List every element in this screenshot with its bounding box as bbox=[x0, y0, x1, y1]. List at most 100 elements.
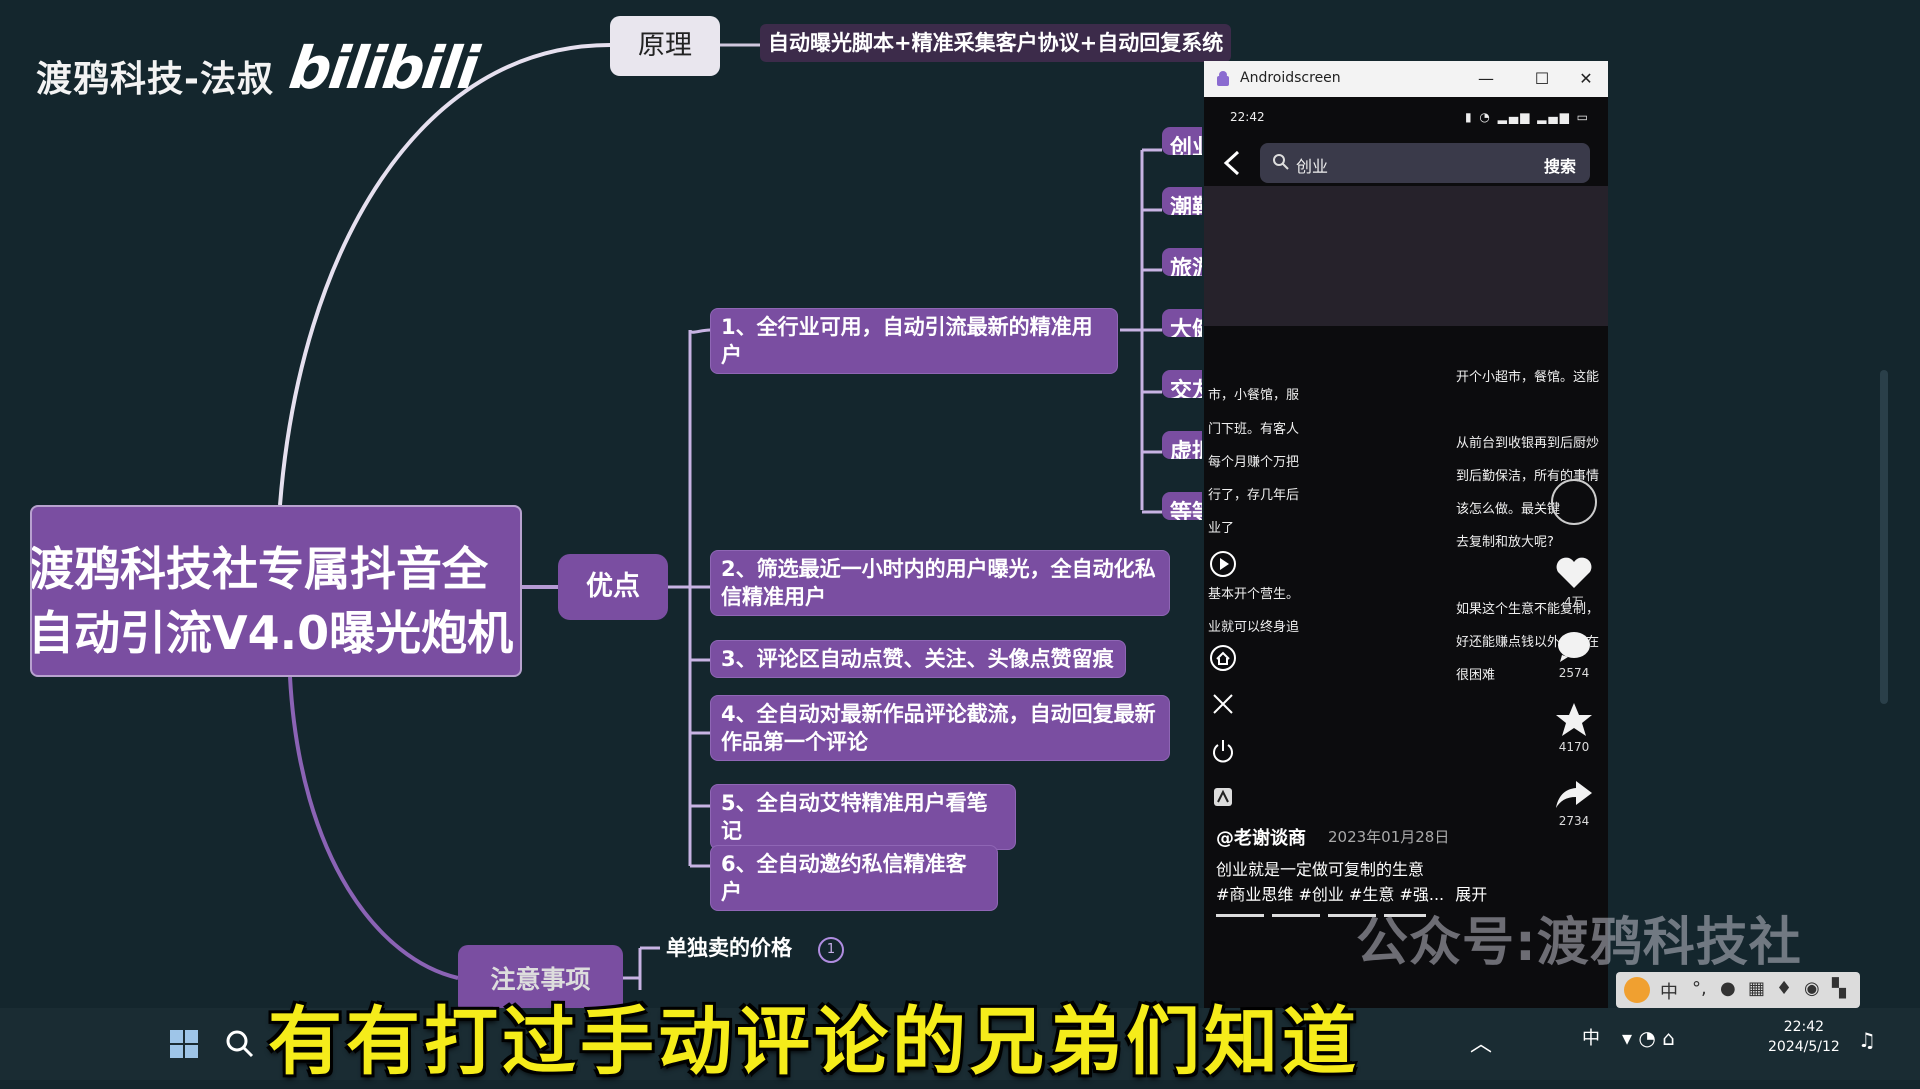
video-description: 创业就是一定做可复制的生意 bbox=[1216, 860, 1425, 879]
phone-status-time: 22:42 bbox=[1230, 110, 1265, 124]
industry-node-5[interactable]: 交友 bbox=[1162, 370, 1202, 398]
node-price[interactable]: 单独卖的价格 bbox=[666, 936, 792, 960]
tray-icons[interactable]: ▾ ◔ ⌂ bbox=[1622, 1026, 1675, 1050]
node-principle[interactable]: 原理 bbox=[610, 16, 720, 76]
status-indicators-icon: ▮ ◔ ▂▄▆ ▂▄▆ ▭ bbox=[1464, 110, 1590, 124]
advantage-item-2-line-2: 信精准用户 bbox=[721, 585, 826, 609]
industry-node-4[interactable]: 大健 bbox=[1162, 309, 1202, 337]
caption-right-2: 从前台到收银再到后厨炒 bbox=[1456, 436, 1600, 451]
advantage-item-1[interactable]: 1、全行业可用，自动引流最新的精准用户 bbox=[710, 308, 1118, 374]
caption-left-3: 每个月赚个万把 bbox=[1208, 455, 1300, 470]
channel-name: 渡鸦科技-法叔 bbox=[36, 59, 274, 100]
advantage-item-2-line-1: 2、筛选最近一小时内的用户曝光，全自动化私 bbox=[721, 557, 1156, 581]
windows-taskbar: ︿ ▾ ◔ ⌂ ♫ bbox=[0, 1008, 1920, 1080]
android-icon bbox=[1217, 71, 1229, 86]
like-count: 4万 bbox=[1564, 595, 1584, 609]
ime-toolbar[interactable]: 中 °, ● ▦ ♦ ◉ ▚ bbox=[1616, 972, 1860, 1008]
like-action[interactable]: 4万 bbox=[1550, 556, 1598, 610]
vertical-scrollbar[interactable] bbox=[1880, 370, 1888, 704]
ime-logo-icon bbox=[1624, 977, 1650, 1003]
taskbar-time: 22:42 bbox=[1783, 1019, 1825, 1035]
close-button[interactable]: ✕ bbox=[1579, 69, 1593, 88]
caption-left-1: 市，小餐馆，服 bbox=[1208, 388, 1300, 403]
share-count: 2734 bbox=[1558, 814, 1590, 828]
caption-left-2: 门下班。有客人 bbox=[1208, 422, 1300, 437]
star-icon bbox=[1556, 703, 1592, 736]
advantage-item-5[interactable]: 5、全自动艾特精准用户看笔记 bbox=[710, 784, 1016, 850]
avatar-ring-icon[interactable] bbox=[1550, 477, 1598, 527]
home-icon[interactable] bbox=[1208, 643, 1238, 673]
collapse-count-badge[interactable]: 1 bbox=[818, 937, 844, 963]
search-icon bbox=[1273, 154, 1289, 170]
heart-icon bbox=[1556, 557, 1592, 588]
taskbar-clock[interactable]: 22:42 2024/5/12 bbox=[1768, 1017, 1840, 1057]
caption-right-3: 到后勤保洁，所有的事情 bbox=[1456, 469, 1600, 484]
root-line-1: 渡鸦科技社专属抖音全 bbox=[30, 542, 488, 596]
expand-button[interactable]: 展开 bbox=[1455, 885, 1488, 904]
search-input[interactable]: 创业 bbox=[1296, 157, 1329, 176]
notification-bell-icon[interactable]: ♫ bbox=[1858, 1028, 1876, 1052]
industry-node-6[interactable]: 虚拟 bbox=[1162, 431, 1202, 459]
search-bar[interactable]: 创业 搜索 bbox=[1260, 143, 1590, 183]
taskbar-search-icon[interactable] bbox=[224, 1028, 256, 1060]
favorite-action[interactable]: 4170 bbox=[1550, 701, 1598, 754]
maximize-button[interactable]: ☐ bbox=[1534, 69, 1550, 88]
video-tags: #商业思维 #创业 #生意 #强... 展开 bbox=[1216, 881, 1487, 905]
favorite-count: 4170 bbox=[1558, 740, 1590, 754]
advantage-item-3[interactable]: 3、评论区自动点赞、关注、头像点赞留痕 bbox=[710, 640, 1126, 678]
ime-keyboard-icon[interactable]: ▦ bbox=[1748, 978, 1766, 999]
video-subtitle: 有有打过手动评论的兄弟们知道 bbox=[268, 999, 1360, 1085]
advantage-item-4-line-2: 作品第一个评论 bbox=[721, 730, 868, 754]
advantage-item-4[interactable]: 4、全自动对最新作品评论截流，自动回复最新 作品第一个评论 bbox=[710, 695, 1170, 761]
androidscreen-window: Androidscreen — ☐ ✕ 22:42 ▮ ◔ ▂▄▆ ▂▄▆ ▭ … bbox=[1204, 61, 1608, 1080]
caption-left-5: 业了 bbox=[1208, 521, 1235, 536]
tray-chevron-icon[interactable]: ︿ bbox=[1470, 1032, 1493, 1057]
caption-right-5: 去复制和放大呢? bbox=[1456, 535, 1554, 550]
windows-start-icon[interactable] bbox=[168, 1028, 200, 1060]
advantage-item-2[interactable]: 2、筛选最近一小时内的用户曝光，全自动化私 信精准用户 bbox=[710, 550, 1170, 616]
video-date: 2023年01月28日 bbox=[1328, 828, 1450, 846]
taskbar-lang[interactable]: 中 bbox=[1582, 1028, 1600, 1049]
industry-node-2[interactable]: 潮鞋 bbox=[1162, 187, 1202, 215]
root-line-2: 自动引流V4.0曝光炮机 bbox=[30, 606, 514, 660]
ime-mic-icon[interactable]: ● bbox=[1720, 978, 1736, 999]
share-icon bbox=[1556, 781, 1592, 808]
comment-icon bbox=[1558, 632, 1590, 662]
caption-left-4: 行了，存几年后 bbox=[1208, 488, 1300, 503]
industry-node-1[interactable]: 创业 bbox=[1162, 127, 1202, 155]
video-author[interactable]: @老谢谈商 bbox=[1216, 828, 1306, 849]
ime-skin-icon[interactable]: ♦ bbox=[1776, 978, 1793, 999]
play-icon[interactable] bbox=[1208, 549, 1238, 579]
node-principle-desc[interactable]: 自动曝光脚本+精准采集客户协议+自动回复系统 bbox=[760, 24, 1232, 62]
progress-divider bbox=[1216, 914, 1426, 917]
ime-lang[interactable]: 中 bbox=[1660, 982, 1678, 1003]
advantage-item-4-line-1: 4、全自动对最新作品评论截流，自动回复最新 bbox=[721, 702, 1156, 726]
industry-node-7[interactable]: 等等 bbox=[1162, 492, 1202, 520]
bilibili-logo: bilibili bbox=[285, 34, 482, 102]
video-tags-text[interactable]: #商业思维 #创业 #生意 #强... bbox=[1216, 885, 1445, 904]
node-notes[interactable]: 注意事项 bbox=[458, 945, 623, 1015]
caption-right-8: 很困难 bbox=[1456, 668, 1496, 683]
close-x-icon[interactable] bbox=[1208, 689, 1238, 719]
window-titlebar: Androidscreen — ☐ ✕ bbox=[1204, 61, 1608, 97]
back-arrow-icon[interactable] bbox=[1220, 148, 1244, 178]
video-area-top bbox=[1204, 186, 1608, 326]
node-advantages[interactable]: 优点 bbox=[558, 554, 668, 620]
node-root[interactable]: 渡鸦科技社专属抖音全 自动引流V4.0曝光炮机 bbox=[30, 505, 522, 677]
window-title: Androidscreen bbox=[1240, 70, 1341, 86]
wechat-watermark: 公众号:渡鸦科技社 bbox=[1356, 913, 1802, 973]
industry-node-3[interactable]: 旅游 bbox=[1162, 248, 1202, 276]
ime-grid-icon[interactable]: ▚ bbox=[1832, 978, 1846, 999]
caption-left-7: 业就可以终身追 bbox=[1208, 620, 1300, 635]
ime-game-icon[interactable]: ◉ bbox=[1804, 978, 1820, 999]
app-logo-icon[interactable] bbox=[1208, 782, 1238, 812]
share-action[interactable]: 2734 bbox=[1550, 777, 1598, 828]
minimize-button[interactable]: — bbox=[1478, 69, 1494, 88]
advantage-item-6[interactable]: 6、全自动邀约私信精准客户 bbox=[710, 845, 998, 911]
taskbar-date: 2024/5/12 bbox=[1768, 1039, 1840, 1055]
ime-punct-icon[interactable]: °, bbox=[1692, 978, 1707, 999]
comment-action[interactable]: 2574 bbox=[1550, 629, 1598, 680]
power-icon[interactable] bbox=[1208, 736, 1238, 766]
search-button[interactable]: 搜索 bbox=[1543, 157, 1576, 176]
